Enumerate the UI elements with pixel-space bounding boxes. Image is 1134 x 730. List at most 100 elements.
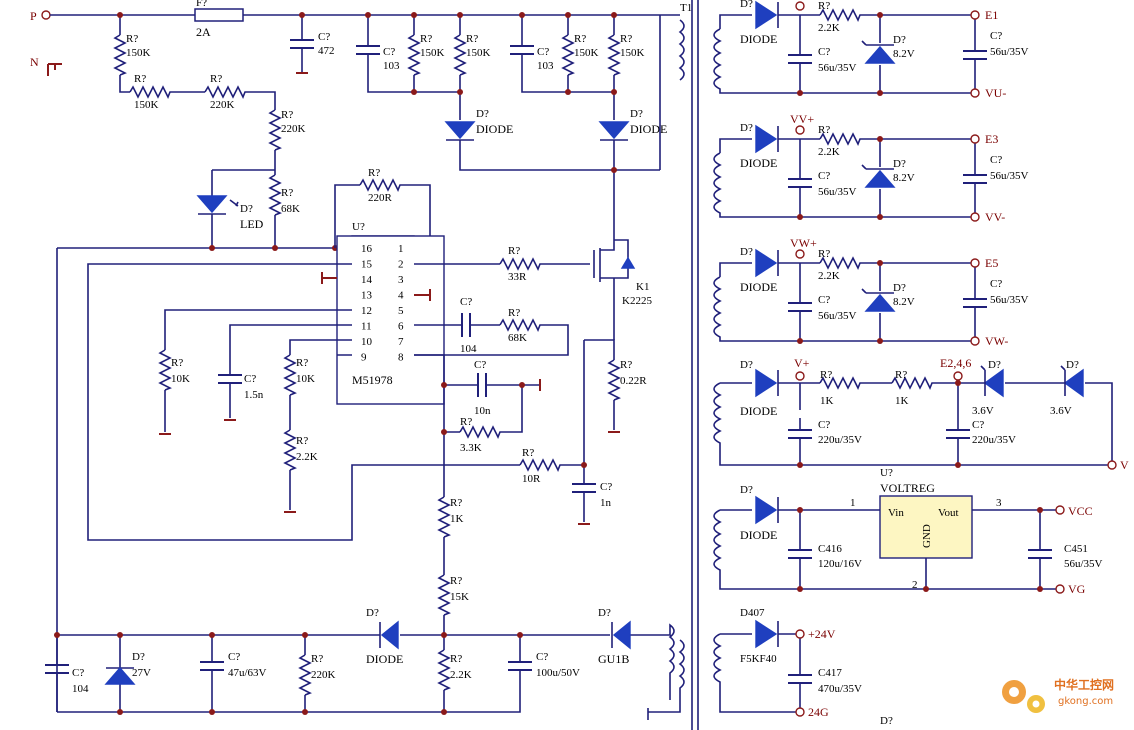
dbot-ref: D? xyxy=(366,607,379,619)
r22k2-ref: R? xyxy=(450,653,462,665)
ic-pin-label: 8 xyxy=(398,352,404,364)
ic-pin-label: 6 xyxy=(398,321,404,333)
r220r-ref: R? xyxy=(368,167,380,179)
rail24-minus: 24G xyxy=(808,705,829,719)
r150f-value: 150K xyxy=(620,47,645,59)
reg-vg: VG xyxy=(1068,582,1086,596)
transformer-t1: T1 xyxy=(647,0,699,730)
out-c2-value: 56u/35V xyxy=(990,294,1029,306)
out-r-ref: R? xyxy=(818,248,830,260)
clamp-diode-1: D? DIODE xyxy=(444,108,660,171)
c103b-ref: C? xyxy=(537,46,549,58)
vcc-rail-wire xyxy=(56,247,350,712)
out-c1-ref: C? xyxy=(818,46,830,58)
c10n-value: 10n xyxy=(474,405,491,417)
c1n-value: 1n xyxy=(600,497,612,509)
input-p-label: P xyxy=(30,9,37,23)
vplus-z1-value: 3.6V xyxy=(972,405,994,417)
clamp-d2-ref: D? xyxy=(630,108,643,120)
reg-diode-value: DIODE xyxy=(740,528,777,542)
output-section-1: D?DIODER?2.2KD?8.2VC?56u/35VC?56u/35VE1V… xyxy=(713,0,1029,100)
out-net-label: VW+ xyxy=(790,236,817,250)
out-bottom-label: VW- xyxy=(985,334,1008,348)
r68k-ref: R? xyxy=(281,187,293,199)
out-diode-value: DIODE xyxy=(740,280,777,294)
r10k2-value: 10K xyxy=(296,373,315,385)
c100u-value: 100u/50V xyxy=(536,667,580,679)
out-r-ref: R? xyxy=(818,0,830,12)
ic-pin-label: 2 xyxy=(398,259,404,271)
r220k3-value: 220K xyxy=(311,669,336,681)
r10k-value: 10K xyxy=(171,373,190,385)
r33r-value: 33R xyxy=(508,271,527,283)
ic-pin-label: 4 xyxy=(398,290,404,302)
out-zener-value: 8.2V xyxy=(893,172,915,184)
v-plus-section: D? DIODE V+ R? 1K R? 1K E2,4,6 D? 3.6V D… xyxy=(713,356,1129,472)
out-zener-ref: D? xyxy=(893,158,906,170)
c47u-ref: C? xyxy=(228,651,240,663)
out-c1-ref: C? xyxy=(818,170,830,182)
out-diode-ref: D? xyxy=(740,122,753,134)
watermark-en: gkong.com xyxy=(1058,696,1113,707)
r150d-ref: R? xyxy=(466,33,478,45)
vplus-r2-value: 1K xyxy=(895,395,909,407)
reg-part: VOLTREG xyxy=(880,481,935,495)
c100u-ref: C? xyxy=(536,651,548,663)
ic-pin-label: 12 xyxy=(361,305,372,317)
vplus-net: V+ xyxy=(794,356,810,370)
fuse-value: 2A xyxy=(196,25,211,39)
out-top-label: E1 xyxy=(985,8,998,22)
out-c2-value: 56u/35V xyxy=(990,170,1029,182)
out-r-value: 2.2K xyxy=(818,270,840,282)
rail24-cap-value: 470u/35V xyxy=(818,683,862,695)
clamp-d1-value: DIODE xyxy=(476,122,513,136)
out-zener-ref: D? xyxy=(893,34,906,46)
c104a-ref: C? xyxy=(460,296,472,308)
pin6-network: C? 104 R? 68K xyxy=(414,296,569,356)
ic-part: M51978 xyxy=(352,373,393,387)
out-c1-value: 56u/35V xyxy=(818,310,857,322)
transformer-ref: T1 xyxy=(680,2,692,14)
ic-pin-label: 5 xyxy=(398,305,404,317)
vplus-tap: E2,4,6 xyxy=(940,356,971,370)
r33r-ref: R? xyxy=(508,245,520,257)
out-c2-ref: C? xyxy=(990,154,1002,166)
vplus-z2-ref: D? xyxy=(1066,359,1079,371)
ic-pin-label: 10 xyxy=(361,336,373,348)
regulator-section: D? DIODE U? VOLTREG Vin Vout GND 1 2 3 C… xyxy=(713,467,1103,596)
r1k-value: 1K xyxy=(450,513,464,525)
out-bottom-label: VV- xyxy=(985,210,1005,224)
c15n-value: 1.5n xyxy=(244,389,264,401)
out-r-value: 2.2K xyxy=(818,146,840,158)
out-c1-value: 56u/35V xyxy=(818,186,857,198)
pin7-network: C? 10n R? 3.3K R? 1K R? 15K R? 2.2K xyxy=(414,354,541,712)
resistor-10r xyxy=(519,458,570,472)
r10r-ref: R? xyxy=(522,447,534,459)
aux-supply: C? 104 D? 27V C? 47u/63V R? 220K D? DIOD… xyxy=(45,607,675,713)
r150a-value: 150K xyxy=(126,47,151,59)
watermark-cn: 中华工控网 xyxy=(1054,677,1114,692)
input-terminal-n: N xyxy=(30,55,62,76)
vplus-z1-ref: D? xyxy=(988,359,1001,371)
startup-resistors: R? 150K R? 150K R? 220K R? 220K R? 68K xyxy=(113,15,306,248)
c472-ref: C? xyxy=(318,31,330,43)
ic-pin-label: 11 xyxy=(361,321,372,333)
mosfet-k2225: K1 K2225 xyxy=(593,239,652,340)
r220r-value: 220R xyxy=(368,192,393,204)
r10r-value: 10R xyxy=(522,473,541,485)
r68k2-ref: R? xyxy=(508,307,520,319)
vplus-z2-value: 3.6V xyxy=(1050,405,1072,417)
out-zener-ref: D? xyxy=(893,282,906,294)
r150f-ref: R? xyxy=(620,33,632,45)
c15n-ref: C? xyxy=(244,373,256,385)
r022-value: 0.22R xyxy=(620,375,647,387)
dbot-value: DIODE xyxy=(366,652,403,666)
out-c2-ref: C? xyxy=(990,278,1002,290)
out-diode-ref: D? xyxy=(740,246,753,258)
c104a-value: 104 xyxy=(460,343,477,355)
out-r-ref: R? xyxy=(818,124,830,136)
c47u-value: 47u/63V xyxy=(228,667,267,679)
led-ref: D? xyxy=(240,203,253,215)
